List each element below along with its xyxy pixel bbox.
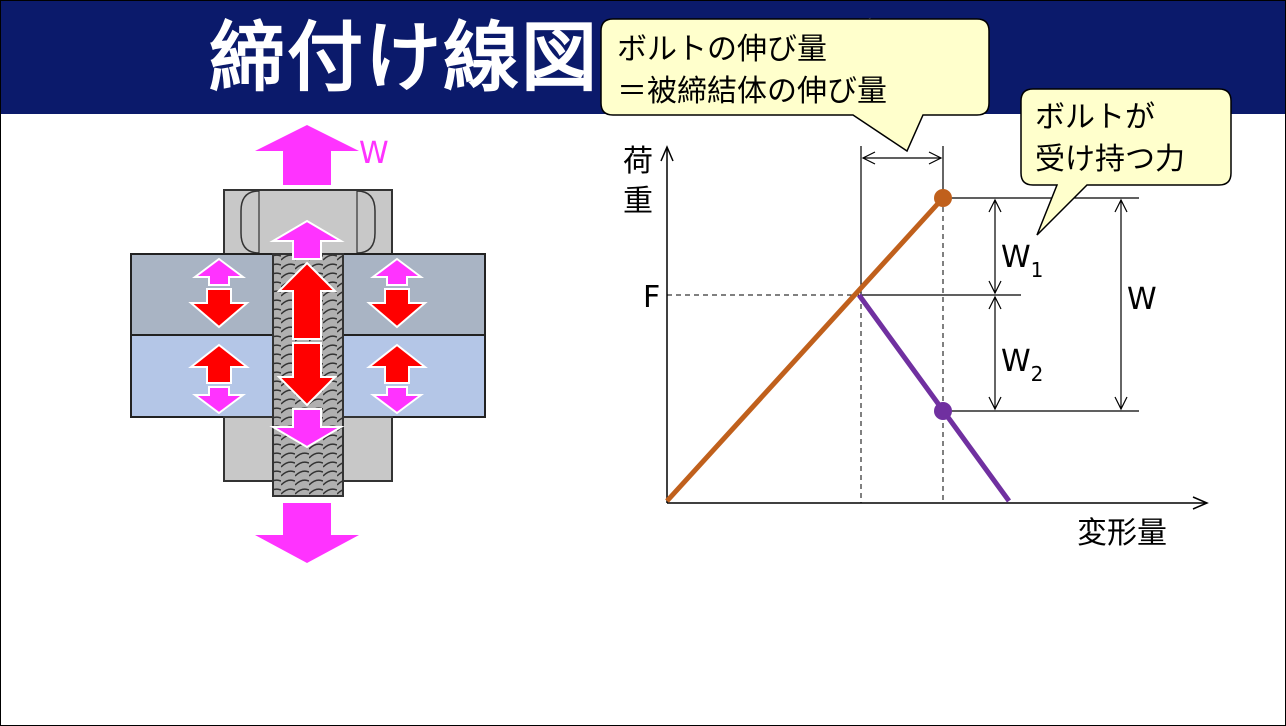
shank-down-arrow xyxy=(269,408,345,449)
bolt-assembly: W xyxy=(130,125,486,563)
x-axis-label: 変形量 xyxy=(1077,516,1167,551)
tightening-diagram: 荷 重 変形量 F xyxy=(623,144,1209,551)
callout-bolt-force-line2: 受け持つ力 xyxy=(1035,142,1185,177)
assembly-force-label: W xyxy=(359,136,389,171)
callout-elongation-line2: ＝被締結体の伸び量 xyxy=(617,74,887,109)
shank-red-down xyxy=(276,342,338,407)
plate-right-down-arrow xyxy=(370,386,424,415)
clamped-point xyxy=(934,402,952,420)
y-axis-label-1: 荷 xyxy=(623,144,653,179)
w1-label: W1 xyxy=(1001,240,1043,282)
bottom-force-arrow xyxy=(255,503,359,563)
plate-right-up-arrow xyxy=(370,257,424,286)
callout-bolt-force-line1: ボルトが xyxy=(1035,100,1155,135)
plate-left-red-up xyxy=(188,343,250,384)
plate-left-up-arrow xyxy=(192,257,246,286)
bolt-stiffness-line xyxy=(665,196,945,503)
clamped-stiffness-line xyxy=(856,293,1012,503)
callout-elongation-line1: ボルトの伸び量 xyxy=(617,32,827,67)
top-force-arrow xyxy=(255,125,359,185)
w2-label: W2 xyxy=(1001,344,1043,386)
preload-label: F xyxy=(643,280,660,315)
bolt-end-point xyxy=(934,189,952,207)
w-total-label: W xyxy=(1127,282,1157,317)
plate-left-down-arrow xyxy=(192,386,246,415)
shank-up-arrow xyxy=(269,219,345,260)
shank-red-up xyxy=(276,261,338,340)
plate-right-red-down xyxy=(366,288,428,329)
callout-bolt-force: ボルトが 受け持つ力 xyxy=(1020,88,1232,236)
plate-right-red-up xyxy=(366,343,428,384)
y-axis-label-2: 重 xyxy=(623,184,653,219)
plate-left-red-down xyxy=(188,288,250,329)
callout-elongation: ボルトの伸び量 ＝被締結体の伸び量 xyxy=(600,18,990,153)
